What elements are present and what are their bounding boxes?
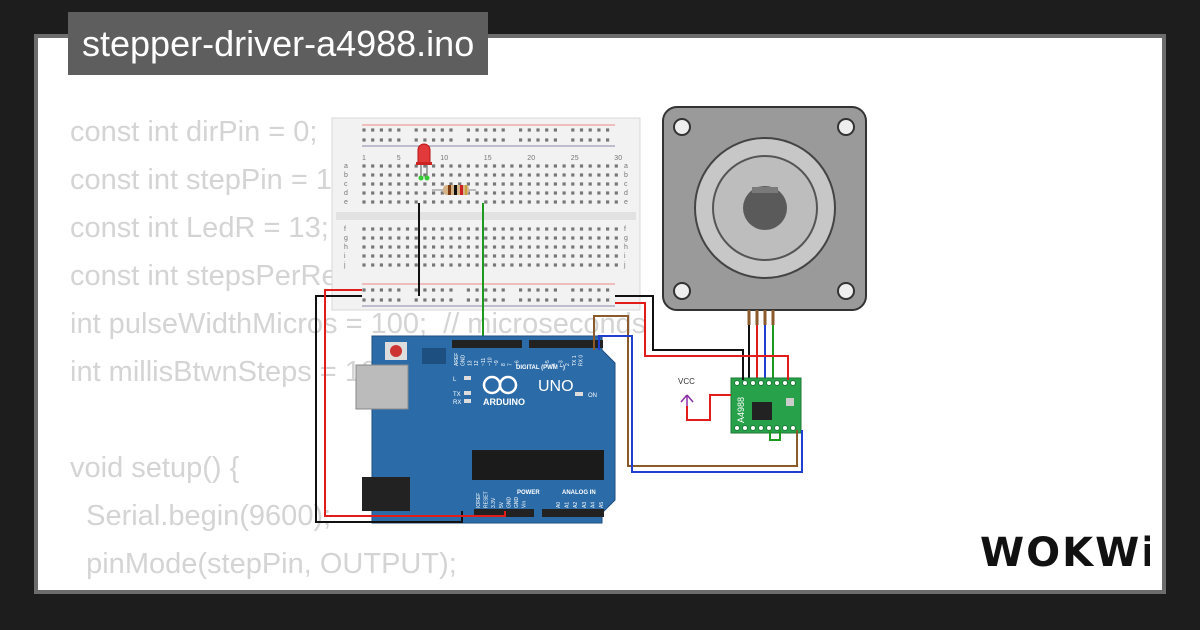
arduino-model: UNO	[538, 378, 574, 395]
arduino-bottom-pin-label: A4	[590, 502, 596, 508]
code-line: pinMode(stepPin, OUTPUT);	[70, 548, 457, 580]
arduino-bottom-pin-label: A0	[556, 502, 562, 508]
arduino-top-pin-label: GND	[461, 355, 467, 367]
arduino-bottom-pin-label: RESET	[484, 491, 490, 508]
arduino-top-pin-label: ~10	[488, 357, 494, 366]
power-header-label: POWER	[517, 490, 540, 496]
arduino-bottom-pin-label: A3	[582, 502, 588, 508]
arduino-bottom-pin-label: A1	[565, 502, 571, 508]
arduino-top-pin-label: TX 1	[572, 355, 578, 366]
breadboard-column-label: 30	[614, 155, 622, 162]
breadboard-holes	[362, 128, 618, 302]
arduino-top-pin-label: ~11	[481, 358, 487, 366]
breadboard-row-label: a	[624, 163, 628, 170]
arduino-top-pin-label: AREF	[454, 353, 460, 366]
arduino-top-pin-label: 8	[501, 363, 507, 366]
arduino-top-pin-label: 7	[508, 363, 514, 366]
breadboard-row-label: f	[624, 226, 626, 233]
arduino-top-pin-label: ~9	[494, 360, 500, 366]
breadboard-row-label: d	[624, 190, 628, 197]
code-line: const int dirPin = 0;	[70, 116, 318, 148]
breadboard-row-label: c	[624, 181, 628, 188]
breadboard-row-label: f	[344, 226, 346, 233]
arduino-bottom-pin-label: GND	[506, 497, 512, 509]
breadboard-row-label: e	[624, 199, 628, 206]
breadboard-row-label: g	[624, 235, 628, 242]
on-label: ON	[588, 393, 597, 399]
breadboard-row-label: i	[344, 253, 346, 260]
arduino-bottom-pin-label: IOREF	[476, 493, 482, 508]
arduino-bottom-pin-label: A2	[573, 502, 579, 508]
breadboard-row-label: j	[343, 262, 346, 269]
arduino-bottom-pin-label: GND	[514, 497, 520, 509]
arduino-bottom-pin-label: 3.3V	[491, 497, 497, 508]
arduino-led-label: RX	[453, 400, 461, 406]
resistor[interactable]	[432, 185, 476, 195]
breadboard-row-label: e	[344, 199, 348, 206]
breadboard-row-label: h	[624, 244, 628, 251]
arduino-bottom-pin-label: A5	[599, 502, 605, 508]
breadboard-row-label: g	[344, 235, 348, 242]
code-line: const int LedR = 13;	[70, 212, 329, 244]
digital-header-label: DIGITAL (PWM ~)	[516, 365, 565, 371]
breadboard-row-label: a	[344, 163, 348, 170]
arduino-uno[interactable]: ARDUINO UNO DIGITAL (PWM ~) POWER ANALOG…	[355, 335, 616, 524]
arduino-bottom-pin-label: 5V	[499, 501, 505, 508]
arduino-top-pin-label: 12	[474, 360, 480, 366]
breadboard-row-label: j	[623, 262, 626, 269]
breadboard-row-label: h	[344, 244, 348, 251]
red-led[interactable]	[416, 143, 432, 181]
breadboard-column-label: 10	[440, 155, 448, 162]
code-line: Serial.begin(9600);	[70, 500, 332, 532]
breadboard-row-label: d	[344, 190, 348, 197]
breadboard-column-label: 5	[397, 155, 401, 162]
driver-label: A4988	[736, 397, 746, 423]
arduino-brand: ARDUINO	[483, 397, 525, 407]
a4988-driver[interactable]: A4988	[730, 377, 802, 441]
code-line: int pulseWidthMicros = 100; // microseco…	[70, 308, 647, 340]
arduino-top-pin-label: ~3	[558, 360, 564, 366]
arduino-top-pin-label: ~6	[514, 360, 520, 366]
code-line: void setup() {	[70, 452, 240, 484]
breadboard-row-label: c	[344, 181, 348, 188]
arduino-top-pin-label: ~5	[545, 360, 551, 366]
stepper-motor[interactable]	[662, 106, 867, 325]
project-title[interactable]: stepper-driver-a4988.ino	[68, 12, 489, 75]
circuit-wires	[315, 289, 803, 523]
arduino-led-labels: L TX RX	[453, 376, 471, 406]
arduino-top-pin-label: 2	[565, 363, 571, 366]
vcc-symbol: VCC	[678, 377, 695, 406]
breadboard-column-label: 15	[484, 155, 492, 162]
arduino-top-pin-label: 13	[467, 360, 473, 366]
breadboard-column-label: 1	[362, 155, 366, 162]
wokwi-logo: WOKWi	[980, 530, 1150, 576]
logo-text: WOKWi	[980, 530, 1150, 576]
motor-wires	[748, 325, 774, 380]
arduino-top-pin-label: 4	[552, 363, 558, 366]
vcc-label: VCC	[678, 377, 695, 386]
arduino-led-label: TX	[453, 392, 461, 398]
breadboard-column-label: 20	[527, 155, 535, 162]
breadboard-column-label: 25	[571, 155, 579, 162]
code-line: const int stepPin = 1;	[70, 164, 341, 196]
analog-header-label: ANALOG IN	[562, 490, 596, 496]
breadboard-row-label: b	[344, 172, 348, 179]
arduino-top-pin-label: RX 0	[579, 355, 585, 366]
breadboard-row-label: i	[624, 253, 626, 260]
breadboard-row-label: b	[624, 172, 628, 179]
arduino-bottom-pin-label: Vin	[522, 501, 528, 508]
arduino-led-label: L	[453, 377, 457, 383]
